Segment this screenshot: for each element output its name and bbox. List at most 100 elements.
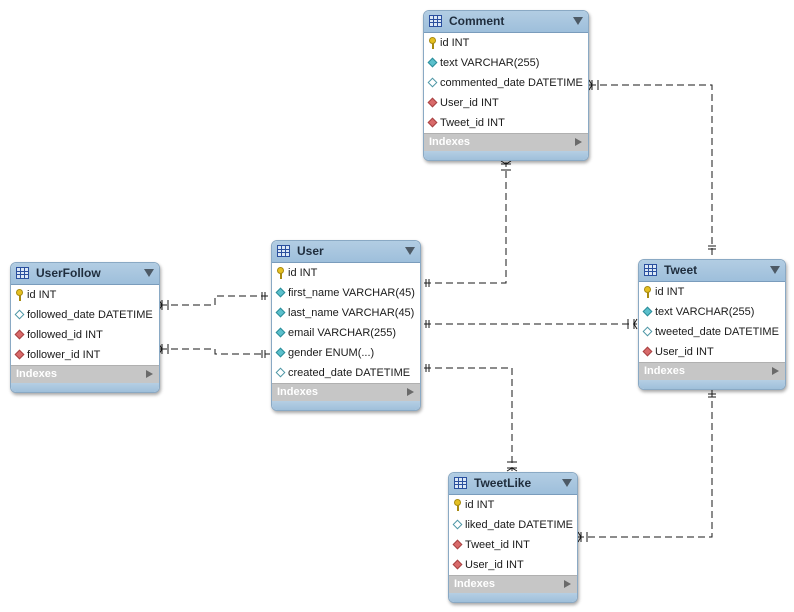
indexes-label: Indexes (454, 578, 495, 590)
column-row[interactable]: User_id INT (424, 93, 588, 113)
nullable-column-icon (427, 77, 438, 88)
column-row[interactable]: last_name VARCHAR(45) (272, 303, 420, 323)
relationship-line-tweetlike-tweet (578, 390, 713, 538)
column-label: gender ENUM(...) (288, 347, 375, 359)
primary-key-icon (643, 286, 652, 299)
primary-key-icon (453, 499, 462, 512)
table-header[interactable]: UserFollow (11, 263, 159, 285)
column-row[interactable]: followed_date DATETIME (11, 305, 159, 325)
column-label: Tweet_id INT (440, 117, 505, 129)
expand-arrow-icon[interactable] (146, 370, 153, 378)
table-icon (429, 15, 442, 27)
column-row[interactable]: first_name VARCHAR(45) (272, 283, 420, 303)
table-header[interactable]: User (272, 241, 420, 263)
column-label: follower_id INT (27, 349, 101, 361)
column-label: id INT (655, 286, 685, 298)
table-header[interactable]: Tweet (639, 260, 785, 282)
column-row[interactable]: commented_date DATETIME (424, 73, 588, 93)
table-tweet[interactable]: Tweet id INT text VARCHAR(255) tweeted_date… (638, 259, 786, 390)
table-icon (16, 267, 29, 279)
indexes-section[interactable]: Indexes (449, 575, 577, 593)
foreign-key-icon (14, 349, 25, 360)
column-row[interactable]: text VARCHAR(255) (639, 302, 785, 322)
dropdown-arrow-icon[interactable] (573, 17, 583, 25)
not-null-column-icon (275, 347, 286, 358)
indexes-label: Indexes (16, 368, 57, 380)
dropdown-arrow-icon[interactable] (770, 266, 780, 274)
table-name: Comment (449, 14, 505, 28)
indexes-section[interactable]: Indexes (639, 362, 785, 380)
column-list: id INT first_name VARCHAR(45) last_name VA… (272, 263, 420, 383)
indexes-label: Indexes (277, 386, 318, 398)
column-label: User_id INT (655, 346, 714, 358)
table-header[interactable]: TweetLike (449, 473, 577, 495)
column-label: email VARCHAR(255) (288, 327, 396, 339)
column-row[interactable]: User_id INT (449, 555, 577, 575)
foreign-key-icon (14, 329, 25, 340)
dropdown-arrow-icon[interactable] (405, 247, 415, 255)
indexes-section[interactable]: Indexes (424, 133, 588, 151)
column-label: first_name VARCHAR(45) (288, 287, 415, 299)
foreign-key-icon (427, 97, 438, 108)
one-marker-user-comment (425, 279, 430, 287)
foreign-key-icon (452, 539, 463, 550)
column-label: text VARCHAR(255) (655, 306, 755, 318)
column-row[interactable]: followed_id INT (11, 325, 159, 345)
relationship-line-comment-user (424, 162, 507, 284)
expand-arrow-icon[interactable] (575, 138, 582, 146)
expand-arrow-icon[interactable] (407, 388, 414, 396)
many-marker-userfollow-follower (158, 343, 169, 355)
many-marker-tweetlike-user (506, 461, 518, 472)
column-row[interactable]: follower_id INT (11, 345, 159, 365)
many-marker-tweet-user (627, 318, 638, 330)
column-row[interactable]: email VARCHAR(255) (272, 323, 420, 343)
relationship-line-userfollow-followed (160, 295, 270, 306)
table-user[interactable]: User id INT first_name VARCHAR(45) last_nam… (271, 240, 421, 411)
column-row[interactable]: text VARCHAR(255) (424, 53, 588, 73)
one-marker-user-follower (261, 350, 266, 358)
expand-arrow-icon[interactable] (564, 580, 571, 588)
dropdown-arrow-icon[interactable] (144, 269, 154, 277)
column-row[interactable]: User_id INT (639, 342, 785, 362)
column-label: last_name VARCHAR(45) (288, 307, 415, 319)
many-marker-comment-user (500, 160, 512, 171)
column-label: User_id INT (440, 97, 499, 109)
table-header[interactable]: Comment (424, 11, 588, 33)
table-name: User (297, 244, 324, 258)
dropdown-arrow-icon[interactable] (562, 479, 572, 487)
column-row[interactable]: Tweet_id INT (424, 113, 588, 133)
column-row[interactable]: created_date DATETIME (272, 363, 420, 383)
column-label: id INT (288, 267, 318, 279)
nullable-column-icon (275, 367, 286, 378)
indexes-section[interactable]: Indexes (11, 365, 159, 383)
column-label: id INT (465, 499, 495, 511)
relationship-line-comment-tweet (589, 84, 713, 258)
foreign-key-icon (642, 346, 653, 357)
table-name: UserFollow (36, 266, 101, 280)
table-footer (11, 383, 159, 392)
column-row[interactable]: id INT (449, 495, 577, 515)
column-row[interactable]: id INT (639, 282, 785, 302)
not-null-column-icon (275, 287, 286, 298)
indexes-section[interactable]: Indexes (272, 383, 420, 401)
not-null-column-icon (275, 327, 286, 338)
column-row[interactable]: id INT (11, 285, 159, 305)
column-row[interactable]: Tweet_id INT (449, 535, 577, 555)
one-marker-tweet-comment (708, 245, 716, 250)
column-row[interactable]: tweeted_date DATETIME (639, 322, 785, 342)
table-icon (454, 477, 467, 489)
expand-arrow-icon[interactable] (772, 367, 779, 375)
column-row[interactable]: liked_date DATETIME (449, 515, 577, 535)
indexes-label: Indexes (644, 365, 685, 377)
nullable-column-icon (452, 519, 463, 530)
column-row[interactable]: id INT (424, 33, 588, 53)
column-row[interactable]: gender ENUM(...) (272, 343, 420, 363)
column-row[interactable]: id INT (272, 263, 420, 283)
column-label: created_date DATETIME (288, 367, 411, 379)
table-footer (424, 151, 588, 160)
